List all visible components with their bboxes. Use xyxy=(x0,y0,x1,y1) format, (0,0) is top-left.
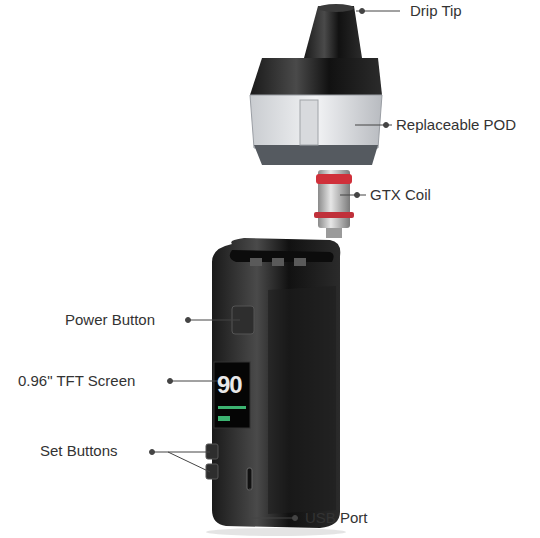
leader-dot xyxy=(186,318,191,323)
tft-screen xyxy=(214,362,250,428)
part-label: Drip Tip xyxy=(410,2,462,20)
leader-dot xyxy=(168,379,173,384)
leader-line xyxy=(188,320,240,321)
usb-port xyxy=(247,468,252,490)
drip-tip-shape xyxy=(304,6,362,58)
part-label: Power Button xyxy=(65,311,155,329)
pod-chimney xyxy=(300,100,318,145)
screen-bar xyxy=(218,416,230,421)
leader-dot xyxy=(355,193,360,198)
pod-top xyxy=(250,58,382,95)
contact xyxy=(250,258,262,266)
part-label: GTX Coil xyxy=(370,186,431,204)
coil-ring xyxy=(316,174,352,184)
leader-line xyxy=(250,488,295,518)
coil-pin xyxy=(326,228,342,238)
part-label: 0.96" TFT Screen xyxy=(18,372,135,390)
part-label: Set Buttons xyxy=(40,442,118,460)
screen-bar xyxy=(218,406,246,409)
leader-line xyxy=(168,452,210,472)
screen-reading: 90 xyxy=(217,373,242,397)
coil-ring xyxy=(314,212,354,218)
leader-line xyxy=(152,452,210,453)
leader-dot xyxy=(360,9,365,14)
leader-dot xyxy=(293,516,298,521)
device-body xyxy=(212,238,340,528)
side-texture xyxy=(268,286,336,514)
pod-tank xyxy=(250,95,382,148)
shadow xyxy=(206,528,346,536)
contact xyxy=(272,258,284,266)
drip-tip-top xyxy=(318,4,354,12)
part-label: Replaceable POD xyxy=(396,116,516,134)
leader-line xyxy=(340,195,366,196)
contact xyxy=(294,258,306,266)
leader-dot xyxy=(150,450,155,455)
part-label: USB Port xyxy=(305,509,368,527)
leader-line xyxy=(170,381,218,382)
leader-dot xyxy=(384,123,389,128)
pod-base xyxy=(254,145,378,165)
